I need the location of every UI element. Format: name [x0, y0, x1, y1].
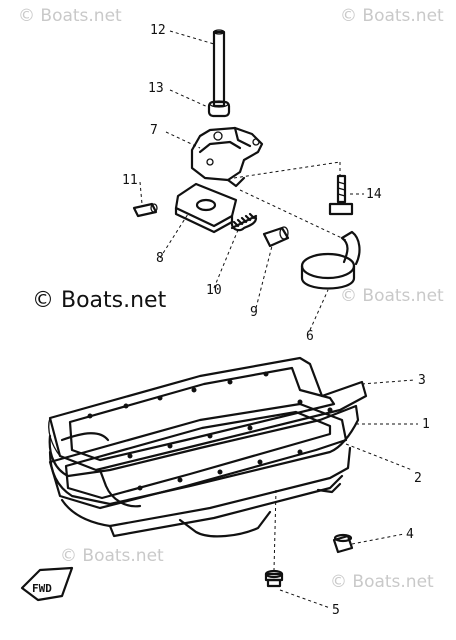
watermark-main: © Boats.net: [32, 288, 167, 313]
part-7-oil-pump: [190, 126, 264, 188]
watermark-bottom-right: © Boats.net: [330, 572, 434, 592]
callout-8: 8: [156, 251, 164, 266]
part-11-dowel-pin: [132, 202, 158, 218]
callout-13: 13: [148, 81, 164, 96]
leader-lines: [139, 30, 418, 609]
oil-pan-lower-body: [60, 446, 352, 538]
watermark-bottom-left: © Boats.net: [60, 546, 164, 566]
callout-2: 2: [414, 471, 422, 486]
part-4-drain-plug: [332, 533, 354, 554]
part-1-oil-pan: [48, 404, 360, 508]
callout-9: 9: [250, 305, 258, 320]
callout-3: 3: [418, 373, 426, 388]
part-9-plunger: [262, 226, 290, 248]
callout-5: 5: [332, 603, 340, 618]
callout-4: 4: [406, 527, 414, 542]
part-8-valve-housing: [174, 182, 238, 234]
callout-1: 1: [422, 417, 430, 432]
part-5-drain-bolt: [264, 569, 284, 588]
watermark-right-mid: © Boats.net: [340, 286, 444, 306]
fwd-label: FWD: [32, 582, 52, 595]
callout-labels: 12 13 7 14 11 8 10 9 6 3 1 2 4 5: [122, 23, 430, 618]
fwd-arrow-icon: FWD: [20, 566, 74, 602]
part-2-gasket: [48, 402, 348, 510]
watermark-top-left: © Boats.net: [18, 6, 122, 26]
callout-14: 14: [366, 187, 382, 202]
part-3-gasket: [48, 356, 368, 472]
part-10-spring: [230, 212, 258, 232]
watermark-top-right: © Boats.net: [340, 6, 444, 26]
callout-11: 11: [122, 173, 138, 188]
callout-10: 10: [206, 283, 222, 298]
part-12-pickup-tube: [212, 29, 226, 108]
bolt-holes: [87, 371, 333, 491]
callout-6: 6: [306, 329, 314, 344]
callout-12: 12: [150, 23, 166, 38]
part-13-seal: [207, 100, 231, 118]
callout-7: 7: [150, 123, 158, 138]
part-14-bolt: [328, 174, 354, 216]
part-6-strainer: [300, 230, 361, 290]
